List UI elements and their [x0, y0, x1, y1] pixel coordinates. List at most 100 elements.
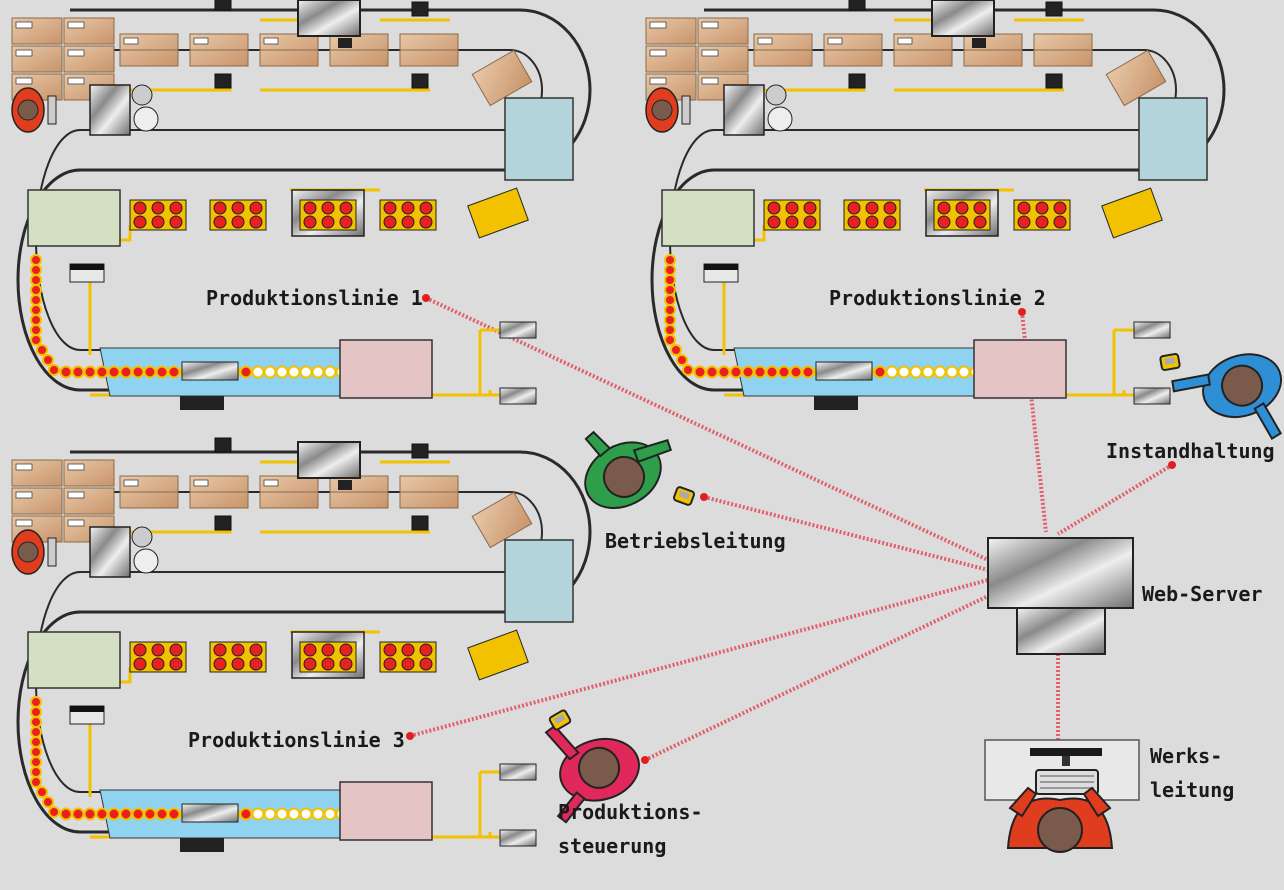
product-item [785, 215, 799, 229]
product-item [167, 807, 181, 821]
product-item [323, 365, 337, 379]
tape-sealer [89, 526, 131, 578]
box-label [827, 37, 843, 45]
product-item [143, 365, 157, 379]
product-item [231, 201, 245, 215]
label-produktionssteuerung-line2: steuerung [558, 834, 667, 858]
product-item [287, 365, 301, 379]
product-item [30, 264, 42, 276]
box-label [649, 21, 667, 29]
product-item [937, 201, 951, 215]
io-box [1133, 387, 1171, 405]
product-item [213, 657, 227, 671]
link-endpoint-dot-2 [700, 493, 708, 501]
product-item [95, 807, 109, 821]
product-item [777, 365, 791, 379]
box-label [67, 519, 85, 527]
product-item [59, 807, 73, 821]
product-item [83, 807, 97, 821]
product-item [955, 215, 969, 229]
product-item [693, 365, 707, 379]
person-head [651, 99, 673, 121]
production-line-1 [11, 0, 592, 410]
link-line1-server [425, 296, 989, 562]
box-label [15, 49, 33, 57]
product-item [885, 365, 899, 379]
person-topview-icon [584, 430, 673, 509]
io-box [499, 387, 537, 405]
io-box [499, 321, 537, 339]
product-item [883, 201, 897, 215]
product-item [213, 215, 227, 229]
product-item [1017, 215, 1031, 229]
tape-roll [133, 106, 159, 132]
product-item [83, 365, 97, 379]
product-item [957, 365, 971, 379]
production-line-2 [645, 0, 1226, 410]
product-item [729, 365, 743, 379]
product-item [30, 706, 42, 718]
product-item [339, 201, 353, 215]
box-label [263, 479, 279, 487]
product-item [973, 201, 987, 215]
product-item [299, 807, 313, 821]
product-item [383, 657, 397, 671]
output-station [339, 781, 433, 841]
product-item [767, 201, 781, 215]
product-item [873, 365, 887, 379]
product-item [231, 657, 245, 671]
box-label [897, 37, 913, 45]
operator-terminal [681, 95, 691, 125]
product-item [717, 365, 731, 379]
tape-roll [133, 548, 159, 574]
person-topview-icon [1006, 786, 1114, 853]
product-item [133, 657, 147, 671]
product-item [1053, 201, 1067, 215]
product-item [664, 304, 676, 316]
product-item [30, 314, 42, 326]
product-item [339, 215, 353, 229]
pallet-box [63, 459, 115, 487]
product-item [239, 807, 253, 821]
link-endpoint-dot-5 [1018, 308, 1026, 316]
product-item [303, 657, 317, 671]
cartoner-station [661, 189, 755, 247]
product-item [303, 215, 317, 229]
product-tray-rotated [467, 187, 529, 239]
tape-sealer [89, 84, 131, 136]
product-item [249, 215, 263, 229]
link-endpoint-dot-6 [1168, 461, 1176, 469]
product-item [213, 201, 227, 215]
sensor [214, 515, 232, 531]
product-item [664, 284, 676, 296]
box-label [263, 37, 279, 45]
labeling-machine-head [338, 480, 352, 490]
sensor [1045, 73, 1063, 89]
labeling-machine [297, 0, 361, 37]
filler-base [814, 396, 858, 410]
product-item [664, 264, 676, 276]
product-item [945, 365, 959, 379]
tape-roll [131, 84, 153, 106]
conveyor-belt-inner [669, 49, 1177, 351]
product-item [311, 365, 325, 379]
link-betriebsleitung-server [703, 495, 989, 572]
link-endpoint-dot-3 [406, 732, 414, 740]
product-item [865, 215, 879, 229]
product-item [741, 365, 755, 379]
product-item [664, 314, 676, 326]
product-item [169, 201, 183, 215]
label-werksleitung-line2: leitung [1150, 778, 1235, 802]
product-item [753, 365, 767, 379]
product-item [167, 365, 181, 379]
sensor [214, 0, 232, 11]
sensor [411, 73, 429, 89]
product-item [30, 696, 42, 708]
box-label [649, 77, 667, 85]
operator-terminal [47, 95, 57, 125]
product-item [155, 365, 169, 379]
product-item [36, 344, 48, 356]
box-label [15, 519, 33, 527]
sensor [848, 0, 866, 11]
product-item [419, 215, 433, 229]
